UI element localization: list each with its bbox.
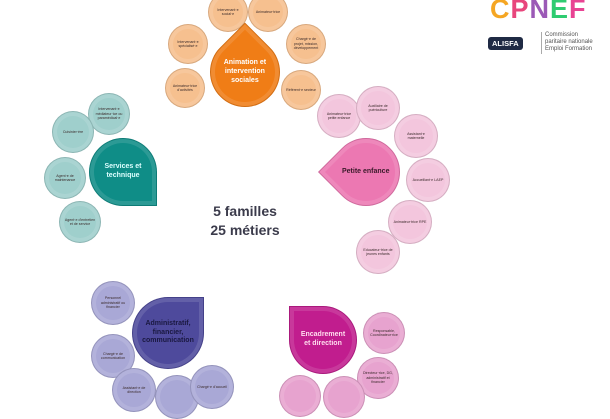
family-name: Administratif, financier, communication — [142, 319, 194, 345]
logo-text-line: Commission — [545, 32, 579, 38]
metier-bubble: Agent·e d'entretien et de service — [59, 201, 101, 243]
metier-bubble: Intervenant·e médiateur·ice ou paramédic… — [88, 93, 130, 135]
logo-text-line: paritaire nationale — [545, 39, 593, 46]
metier-bubble — [323, 376, 365, 418]
metier-bubble: Animateur·trice — [248, 0, 288, 32]
metier-bubble: Référent·e secteur — [281, 70, 321, 110]
metier-bubble: Personnel administratif ou financier — [91, 281, 135, 325]
metier-bubble — [279, 375, 321, 417]
metier-bubble: Accueillant·e LAEP — [406, 158, 450, 202]
family-name: Services et technique — [104, 163, 142, 179]
families-count: 5 familles — [213, 203, 277, 219]
metier-bubble: Assistant·e maternelle — [394, 114, 438, 158]
cpnef-logo: CPNEF ALISFA Commission paritaire nation… — [488, 0, 610, 56]
family-bubble: Administratif, financier, communication — [132, 297, 204, 369]
metier-bubble: Auxiliaire de puériculture — [356, 86, 400, 130]
family-name: Encadrement et direction — [300, 331, 346, 347]
metier-bubble: Responsable, Coordinateur·rice — [363, 312, 405, 354]
family-bubble: Encadrement et direction — [289, 306, 357, 374]
metier-bubble: Assistant·e de direction — [112, 368, 156, 412]
family-name: Petite enfance — [342, 167, 390, 175]
metier-bubble: Intervenant·e spécialisé·e — [168, 24, 208, 64]
family-bubble: Animation et intervention sociales — [195, 22, 295, 122]
metiers-count: 25 métiers — [210, 222, 280, 238]
metier-bubble: Cuisinier·ère — [52, 111, 94, 153]
alisfa-badge: ALISFA — [488, 37, 523, 50]
metier-bubble: Animateur·trice petite enfance — [317, 94, 361, 138]
metier-bubble: Agent·e de maintenance — [44, 157, 86, 199]
logo-letters: CPNEF — [490, 0, 587, 24]
metier-bubble: Animateur·trice RPE — [388, 200, 432, 244]
logo-text-line: Emploi Formation — [545, 46, 593, 53]
metier-bubble: Educateur·trice de jeunes enfants — [356, 230, 400, 274]
metier-bubble: Animateur·trice d'activités — [165, 68, 205, 108]
metier-bubble: Intervenant·e social·e — [208, 0, 248, 32]
metier-bubble: Chargé·e de projet, mission, développeme… — [286, 24, 326, 64]
family-name: Animation et intervention sociales — [223, 58, 267, 84]
logo-text: Commission paritaire nationale Emploi Fo… — [541, 32, 593, 54]
metier-bubble: Chargé·e d'accueil — [190, 365, 234, 409]
family-bubble: Services et technique — [89, 138, 157, 206]
